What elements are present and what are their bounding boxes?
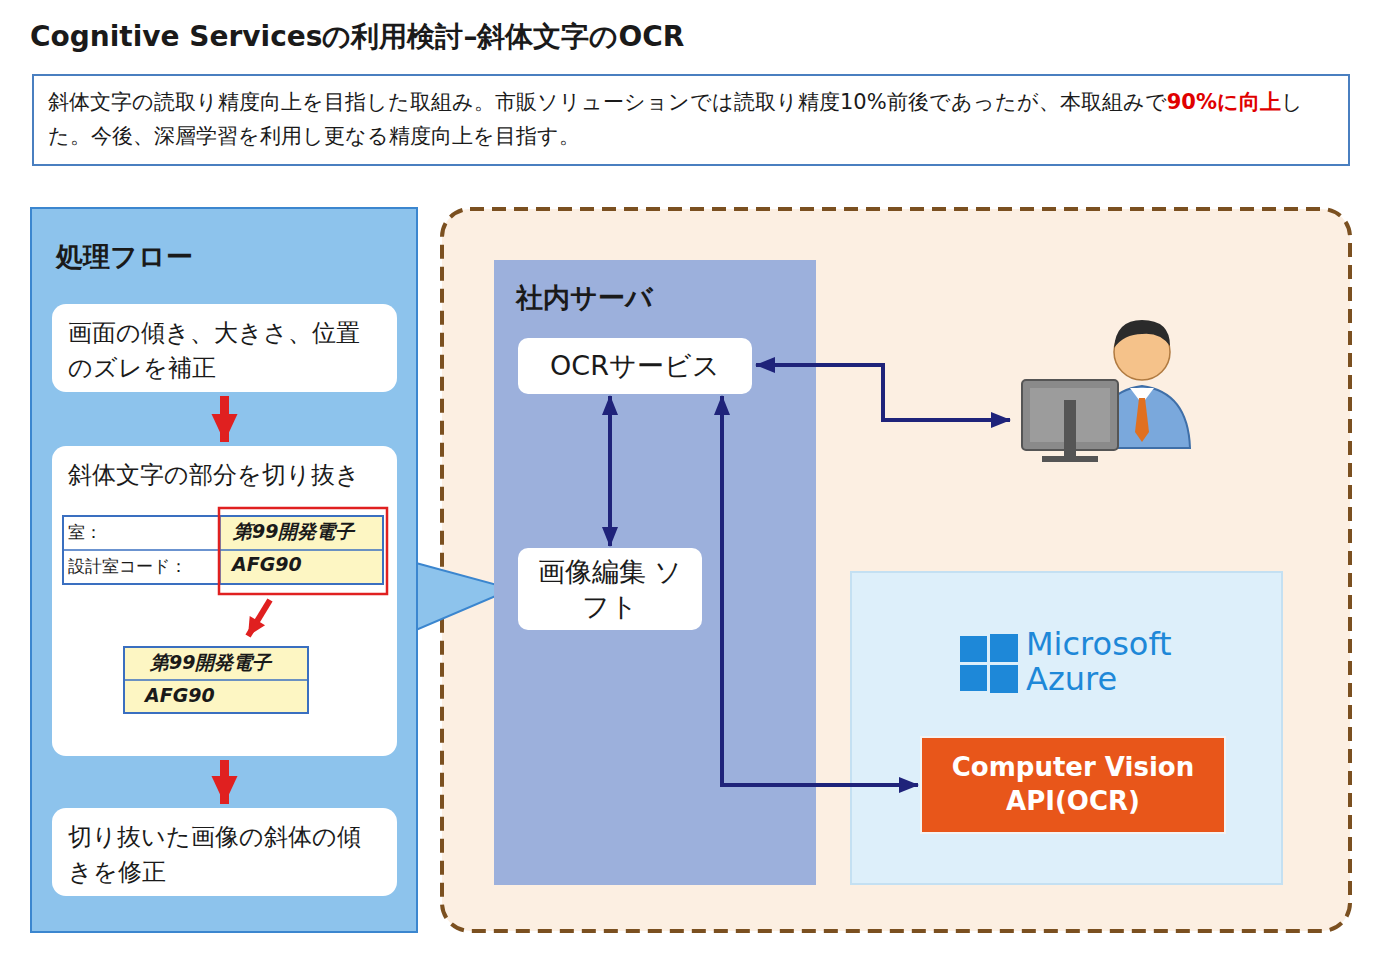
dashed-region	[442, 209, 1350, 931]
process-box: 斜体文字の部分を切り抜き	[52, 446, 397, 756]
table-rule	[63, 549, 383, 551]
connector-arrow	[722, 396, 918, 785]
sample-table	[63, 508, 387, 713]
node-text: OCRサービス	[550, 348, 720, 383]
server-panel: 社内サーバ OCRサービス画像編集 ソフト	[494, 260, 816, 885]
connector-arrow	[608, 396, 612, 546]
table-cell: 室：	[68, 521, 102, 544]
user-body	[1094, 386, 1190, 448]
diagram-title: Cognitive Servicesの利用検討–斜体文字のOCR	[30, 18, 684, 56]
table-cell: AFG90	[145, 684, 215, 706]
connector-arrow	[220, 760, 229, 804]
table-cell-fill	[220, 517, 382, 583]
table-cell: AFG90	[232, 553, 302, 575]
node-text: 斜体文字の読取り精度向上を目指した取組み。市販ソリューションでは読取り精度10%…	[48, 90, 1167, 114]
cropped-table	[124, 647, 308, 713]
monitor	[1022, 380, 1118, 450]
node-text: 画面の傾き、大きさ、位置のズレを補正	[68, 316, 381, 386]
user-collar	[1130, 388, 1154, 404]
logo-pane	[990, 665, 1018, 693]
user-icon	[1022, 320, 1190, 462]
node-text: 90%に向上	[1167, 90, 1281, 114]
table-cell: 第99開発電子	[150, 650, 271, 676]
panel-heading: 社内サーバ	[516, 280, 794, 316]
node-text: 画像編集 ソフト	[532, 554, 688, 624]
logo-pane	[960, 636, 987, 662]
windows-logo	[960, 634, 1018, 693]
summary-box: 斜体文字の読取り精度向上を目指した取組み。市販ソリューションでは読取り精度10%…	[32, 74, 1350, 166]
table-frame	[63, 516, 383, 584]
process-box: 切り抜いた画像の斜体の傾きを修正	[52, 808, 397, 896]
user-tie	[1135, 398, 1149, 442]
table-rule	[124, 679, 308, 681]
software-box: 画像編集 ソフト	[518, 548, 702, 630]
node-text: 切り抜いた画像の斜体の傾きを修正	[68, 820, 381, 890]
connector-arrow	[220, 396, 229, 442]
service-box: OCRサービス	[518, 338, 752, 394]
logo-text: Microsoft Azure	[1026, 627, 1206, 697]
node-text: 斜体文字の部分を切り抜き	[68, 458, 381, 493]
crop-frame	[219, 508, 387, 594]
monitor-base	[1042, 456, 1098, 462]
table-cell: 第99開発電子	[233, 519, 354, 545]
cloud-panel: Microsoft AzureComputer Vision API(OCR)	[850, 571, 1283, 885]
user-hair	[1114, 320, 1170, 348]
monitor-screen	[1030, 388, 1110, 442]
user-connector	[756, 365, 1010, 420]
api-box: Computer Vision API(OCR)	[920, 736, 1226, 834]
panel-heading: 処理フロー	[56, 239, 392, 275]
logo-pane	[990, 634, 1018, 662]
node-text: Computer Vision API(OCR)	[936, 751, 1210, 819]
user-head	[1114, 324, 1170, 380]
table-cell: 設計室コード：	[68, 555, 187, 578]
logo-pane	[960, 665, 987, 691]
monitor-stand	[1064, 400, 1076, 458]
process-box: 画面の傾き、大きさ、位置のズレを補正	[52, 304, 397, 392]
crop-arrow	[248, 600, 270, 636]
table-rule	[219, 516, 221, 584]
